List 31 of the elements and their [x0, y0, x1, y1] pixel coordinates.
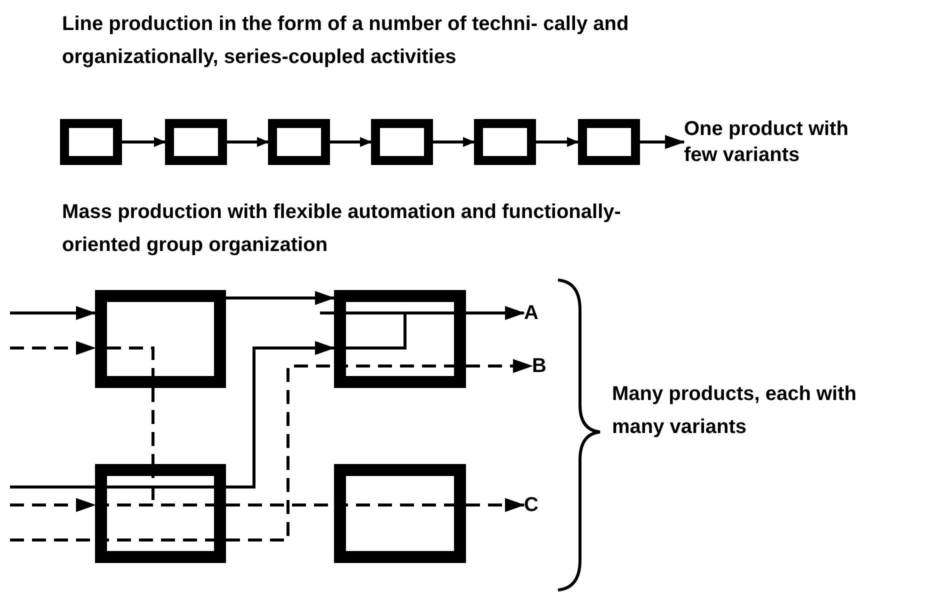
process-box — [95, 464, 226, 563]
caption-text: Line production in the form of a number of techni- cally and organizationally, series-coupled activities — [62, 12, 630, 70]
flow-arrow — [536, 137, 579, 147]
process-box — [371, 119, 433, 165]
flow-arrow — [466, 498, 525, 512]
caption-text: Mass production with flexible automation and functionally-oriented group organization — [62, 200, 622, 258]
process-box — [165, 119, 227, 165]
output-label: B — [532, 353, 552, 379]
flow-arrow — [466, 306, 525, 320]
flow-arrow — [227, 137, 269, 147]
process-box — [474, 119, 536, 165]
flow-arrow — [122, 137, 166, 147]
flow-arrow — [226, 291, 335, 305]
output-label: C — [524, 492, 544, 518]
caption-text: Many products, each with many variants — [612, 382, 858, 440]
process-box — [578, 119, 640, 165]
process-box — [268, 119, 330, 165]
output-label: One product with few variants — [684, 116, 874, 172]
flow-arrow — [330, 137, 372, 147]
flow-arrow — [640, 135, 685, 149]
flow-arrow — [10, 498, 96, 512]
flow-arrow — [10, 306, 96, 320]
output-label: A — [524, 300, 544, 326]
process-box — [60, 119, 122, 165]
process-box — [334, 464, 466, 563]
flow-arrow — [226, 341, 335, 488]
flow-arrow — [10, 341, 96, 355]
flow-arrow — [433, 137, 475, 147]
flow-arrow — [466, 359, 533, 373]
process-box — [95, 290, 226, 388]
process-box — [334, 290, 466, 388]
